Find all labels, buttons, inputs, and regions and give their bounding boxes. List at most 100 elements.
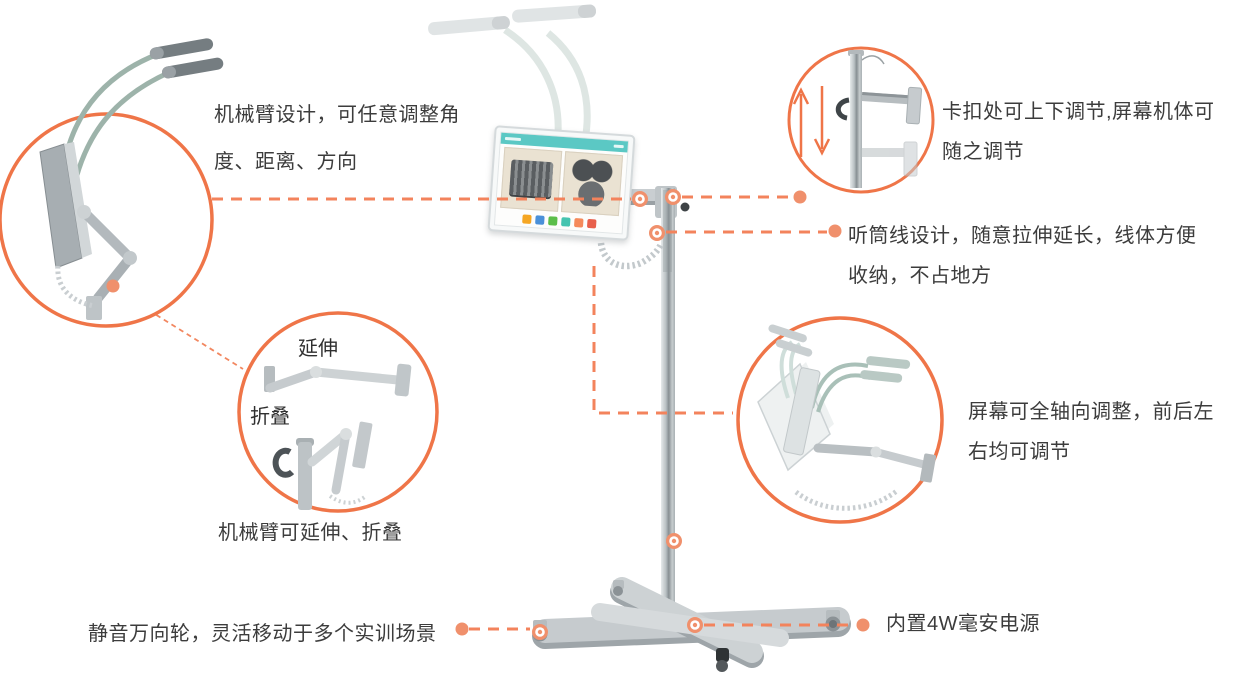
- dot-arm-joint: [106, 279, 120, 293]
- annotation-line: 卡扣处可上下调节,屏幕机体可: [942, 101, 1215, 123]
- clamp-knob: [680, 202, 690, 212]
- clamp-pole-cap: [848, 50, 864, 56]
- gooseneck-tube: [810, 362, 869, 409]
- fold-pole-cap: [296, 438, 314, 446]
- caster-rear: [613, 580, 624, 596]
- callout-circle-axis: [736, 316, 944, 524]
- dashed-connectors: [212, 195, 855, 631]
- annotation-line: 右均可调节: [968, 441, 1071, 463]
- extend-arm-post: [264, 366, 275, 392]
- marker-screen-arm: [632, 191, 648, 207]
- screen-panel-machine: [560, 151, 624, 217]
- monitor-mount-arm: [626, 186, 690, 218]
- screen-ghost-front: [757, 362, 831, 472]
- up-arrowhead-icon: [792, 87, 810, 105]
- annotation-wheels: 静音万向轮，灵活移动于多个实训场景: [88, 617, 437, 646]
- fold-arm-segment: [307, 429, 351, 467]
- app-icon: [573, 217, 584, 228]
- label-fold: 折叠: [250, 406, 290, 428]
- fold-coil: [328, 494, 368, 505]
- callout-circle-clamp: [787, 46, 935, 194]
- fold-plate: [352, 421, 373, 469]
- lamp-head: [428, 16, 510, 36]
- annotation-line: 内置4W毫安电源: [886, 613, 1040, 635]
- arm-segment: [79, 207, 135, 263]
- clamp-arm-upper: [861, 86, 923, 125]
- lamp-head: [512, 4, 596, 23]
- caster-left: [532, 620, 548, 642]
- stand-base: [532, 577, 851, 668]
- lamp-head: [860, 370, 903, 383]
- coiled-cord-small: [55, 265, 95, 309]
- arm-segment: [93, 253, 135, 303]
- arm-segment: [872, 448, 926, 468]
- clamp-hook: [835, 97, 850, 121]
- arm-segment: [813, 443, 881, 457]
- annotation-line: 随之调节: [942, 141, 1024, 163]
- app-icon: [547, 216, 558, 226]
- fold-hook: [272, 447, 295, 478]
- caster-front: [716, 648, 729, 672]
- gooseneck-tube: [503, 27, 562, 135]
- lamp-head: [866, 356, 911, 369]
- gooseneck-tube: [545, 30, 591, 135]
- marker-base-center: [687, 617, 703, 633]
- marker-coiled-cord: [649, 225, 665, 241]
- marker-caster-left: [532, 624, 548, 640]
- annotation-cord: 听筒线设计，随意拉伸延长，线体方便 收纳，不占地方: [848, 216, 1197, 296]
- down-arrowhead-icon: [813, 138, 831, 156]
- extend-arm-segment: [265, 367, 321, 393]
- clamp-pole: [850, 54, 862, 188]
- dot-power: [856, 618, 870, 632]
- lamp-head-dark: [162, 57, 224, 79]
- connector-end-dots: [455, 190, 870, 636]
- app-icon: [586, 218, 597, 229]
- annotation-line: 度、距离、方向: [214, 151, 358, 173]
- screen-ghost-back: [770, 362, 834, 456]
- fold-arm-segment: [331, 429, 351, 495]
- dot-wheels: [455, 622, 469, 636]
- clamp-arm-lower-ghost: [860, 141, 918, 177]
- ring-markers: [532, 189, 703, 640]
- extend-arm-segment: [311, 367, 403, 385]
- annotation-line: 收纳，不占地方: [848, 265, 992, 287]
- dot-cord: [828, 224, 842, 238]
- lamp-head: [768, 324, 807, 343]
- label-extend: 延伸: [298, 338, 338, 360]
- fold-pole: [298, 442, 312, 510]
- arm-joint: [123, 251, 137, 265]
- annotation-line: 屏幕可全轴向调整，前后左: [968, 401, 1214, 423]
- app-icon: [521, 214, 532, 224]
- annotation-screen-axis: 屏幕可全轴向调整，前后左 右均可调节: [968, 392, 1214, 472]
- annotation-line: 机械臂可延伸、折叠: [218, 522, 403, 544]
- annotation-fold: 机械臂可延伸、折叠: [218, 516, 403, 545]
- annotation-line: 静音万向轮，灵活移动于多个实训场景: [88, 623, 437, 645]
- connector-screen-to-axis-circle: [592, 266, 733, 415]
- arm-bracket: [919, 453, 937, 483]
- marker-pole-clamp: [665, 189, 681, 205]
- gooseneck-tube: [59, 51, 159, 179]
- coiled-cord: [597, 242, 664, 270]
- lamp-head: [775, 339, 813, 357]
- annotation-line: 听筒线设计，随意拉伸延长，线体方便: [848, 225, 1197, 247]
- monitor-side-edge: [64, 142, 92, 258]
- coiled-cord-small: [794, 488, 900, 511]
- gooseneck-tube: [816, 373, 871, 413]
- arm-post: [86, 296, 102, 320]
- extend-arm-joint: [310, 366, 322, 378]
- connector-arm-joint-to-fold-circle: [117, 290, 244, 370]
- dot-clamp: [793, 190, 807, 204]
- screen-panels: [496, 144, 627, 219]
- gooseneck-tube: [789, 342, 802, 395]
- caster-wheels: [532, 580, 841, 672]
- fold-arm-joint: [340, 428, 352, 440]
- caster-right: [825, 610, 841, 632]
- annotation-power: 内置4W毫安电源: [886, 607, 1040, 636]
- monitor-screen: [487, 125, 636, 241]
- up-down-arrows-icon: [792, 86, 831, 157]
- mount-column: [783, 367, 821, 456]
- engine-image: [508, 159, 554, 198]
- app-icon: [534, 215, 545, 225]
- extend-arm-bracket: [394, 363, 412, 397]
